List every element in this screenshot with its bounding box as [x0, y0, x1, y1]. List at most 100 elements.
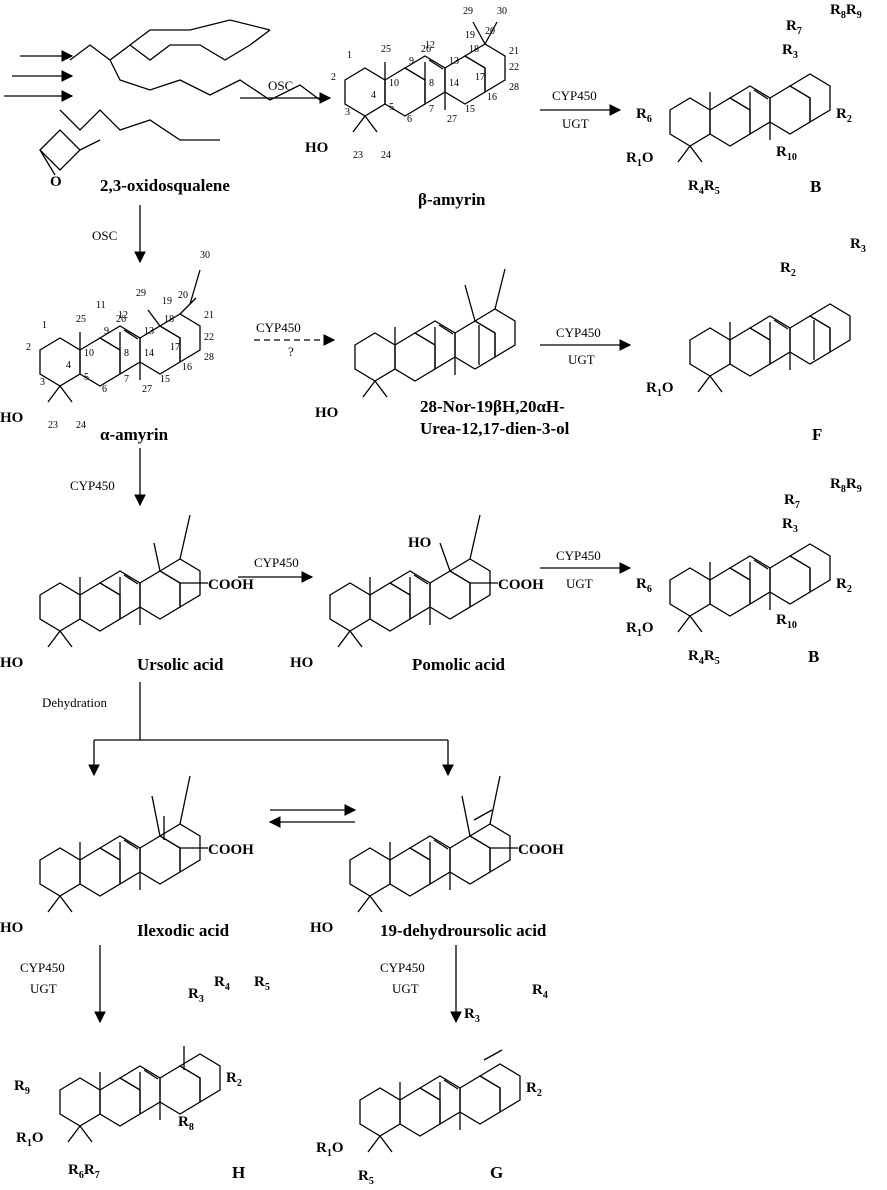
svg-text:R3: R3: [464, 1006, 480, 1025]
svg-text:R3: R3: [850, 236, 866, 255]
svg-text:R9: R9: [14, 1078, 30, 1097]
svg-text:R10: R10: [776, 612, 797, 631]
oxidosqualene-structure: [39, 19, 321, 176]
svg-text:13: 13: [449, 56, 459, 67]
svg-text:R4R5: R4R5: [688, 178, 720, 197]
svg-text:2: 2: [26, 342, 31, 353]
svg-text:R4: R4: [214, 974, 230, 993]
ilexodic-acid-ho: HO: [0, 920, 23, 936]
ugt-label-g: UGT: [392, 981, 419, 996]
svg-text:7: 7: [124, 374, 129, 385]
product-b-middle-label: B: [808, 647, 819, 666]
dehydration-label: Dehydration: [42, 695, 107, 710]
svg-text:2: 2: [331, 72, 336, 83]
svg-text:R2: R2: [526, 1080, 542, 1099]
svg-text:18: 18: [469, 44, 479, 55]
svg-text:29: 29: [463, 6, 473, 17]
svg-text:14: 14: [144, 348, 154, 359]
osc-label-beta: OSC: [268, 78, 293, 93]
svg-text:R8R9: R8R9: [830, 2, 862, 21]
svg-text:16: 16: [182, 362, 192, 373]
svg-text:10: 10: [84, 348, 94, 359]
svg-text:R2: R2: [836, 106, 852, 125]
svg-text:R2: R2: [836, 576, 852, 595]
cyp450-label-b1: CYP450: [552, 88, 597, 103]
cyp450-uncertain-label: CYP450: [256, 320, 301, 335]
svg-text:3: 3: [345, 107, 350, 118]
ugt-label-f: UGT: [568, 352, 595, 367]
svg-text:8: 8: [429, 78, 434, 89]
svg-text:4: 4: [66, 360, 71, 371]
svg-text:R3: R3: [188, 986, 204, 1005]
ugt-label-b2: UGT: [566, 576, 593, 591]
cyp450-label-pomolic: CYP450: [254, 555, 299, 570]
pomolic-acid-cooh: COOH: [498, 577, 544, 593]
dehydroursolic-acid-ho: HO: [310, 920, 333, 936]
svg-text:17: 17: [475, 72, 485, 83]
svg-text:22: 22: [509, 62, 519, 73]
svg-text:R5: R5: [254, 974, 270, 993]
product-g-label: G: [490, 1163, 503, 1182]
svg-text:R6R7: R6R7: [68, 1162, 100, 1181]
svg-text:16: 16: [487, 92, 497, 103]
pomolic-acid-ho: HO: [290, 655, 313, 671]
ursolic-acid-cooh: COOH: [208, 577, 254, 593]
svg-text:20: 20: [178, 290, 188, 301]
ugt-label-b1: UGT: [562, 116, 589, 131]
ugt-label-h: UGT: [30, 981, 57, 996]
svg-text:3: 3: [40, 377, 45, 388]
product-f-label: F: [812, 425, 822, 444]
svg-text:R6: R6: [636, 106, 652, 125]
alpha-amyrin-ho: HO: [0, 410, 23, 426]
product-b-middle-structure: R1O R6 R4R5 R10 R2 R3 R7 R8R9: [626, 476, 862, 667]
svg-text:1: 1: [347, 50, 352, 61]
svg-text:R7: R7: [784, 492, 800, 511]
svg-text:R1O: R1O: [626, 150, 654, 169]
svg-text:27: 27: [447, 114, 457, 125]
svg-text:R4: R4: [532, 982, 548, 1001]
oxidosqualene-label: 2,3-oxidosqualene: [100, 176, 230, 195]
svg-text:17: 17: [170, 342, 180, 353]
svg-text:15: 15: [465, 104, 475, 115]
svg-text:R3: R3: [782, 42, 798, 61]
svg-text:R8R9: R8R9: [830, 476, 862, 495]
dehydroursolic-acid-structure: HO COOH: [310, 775, 564, 936]
svg-text:R4R5: R4R5: [688, 648, 720, 667]
svg-text:R6: R6: [636, 576, 652, 595]
svg-text:9: 9: [409, 56, 414, 67]
svg-text:19: 19: [465, 30, 475, 41]
product-f-structure: R1O R2 R3: [646, 236, 866, 399]
question-mark-label: ?: [288, 344, 294, 359]
pomolic-acid-label: Pomolic acid: [412, 655, 506, 674]
svg-text:12: 12: [118, 310, 128, 321]
svg-text:R1O: R1O: [16, 1130, 44, 1149]
svg-text:6: 6: [407, 114, 412, 125]
svg-text:26: 26: [116, 314, 126, 325]
svg-text:5: 5: [389, 102, 394, 113]
beta-amyrin-ho: HO: [305, 140, 328, 156]
svg-text:5: 5: [84, 372, 89, 383]
svg-text:R7: R7: [786, 18, 802, 37]
cyp450-label-b2: CYP450: [556, 548, 601, 563]
svg-text:28: 28: [509, 82, 519, 93]
svg-text:15: 15: [160, 374, 170, 385]
beta-amyrin-label: β-amyrin: [418, 190, 486, 209]
svg-text:22: 22: [204, 332, 214, 343]
svg-text:25: 25: [76, 314, 86, 325]
feed-arrows: [4, 50, 74, 102]
svg-text:R10: R10: [776, 144, 797, 163]
svg-text:4: 4: [371, 90, 376, 101]
ursolic-acid-label: Ursolic acid: [137, 655, 224, 674]
svg-text:20: 20: [485, 26, 495, 37]
svg-text:21: 21: [509, 46, 519, 57]
svg-text:30: 30: [497, 6, 507, 17]
ursolic-acid-ho: HO: [0, 655, 23, 671]
svg-text:30: 30: [200, 250, 210, 261]
nor-dienol-structure: HO: [315, 268, 516, 421]
ursolic-acid-structure: HO COOH: [0, 514, 254, 671]
svg-text:6: 6: [102, 384, 107, 395]
svg-text:19: 19: [162, 296, 172, 307]
svg-text:7: 7: [429, 104, 434, 115]
product-b-top-label: B: [810, 177, 821, 196]
